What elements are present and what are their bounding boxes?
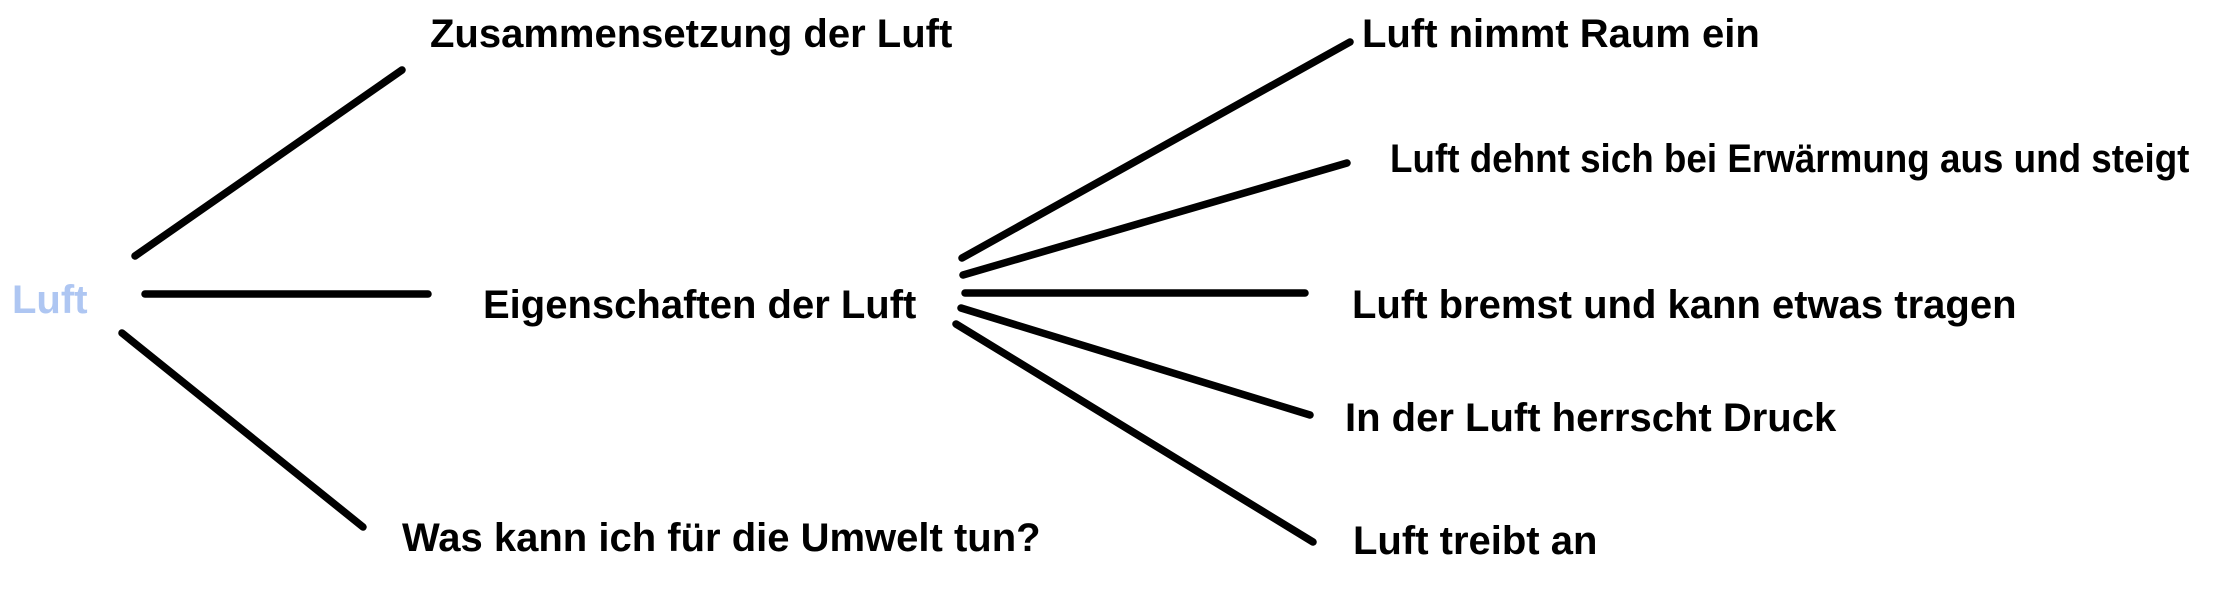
connector-eigenschaften-treibt — [952, 320, 1317, 546]
node-eigenschaften[interactable]: Eigenschaften der Luft — [483, 283, 917, 327]
connector-root-zusammensetzung — [131, 66, 406, 260]
node-root-luft[interactable]: Luft — [12, 278, 88, 322]
connector-eigenschaften-druck — [957, 304, 1314, 419]
node-luft-herrscht-druck[interactable]: In der Luft herrscht Druck — [1345, 396, 1837, 440]
connector-eigenschaften-dehnt — [959, 159, 1351, 279]
node-zusammensetzung[interactable]: Zusammensetzung der Luft — [430, 12, 953, 56]
connector-root-umwelt — [118, 329, 367, 531]
node-luft-dehnt-sich[interactable]: Luft dehnt sich bei Erwärmung aus und st… — [1390, 137, 2190, 181]
node-luft-treibt-an[interactable]: Luft treibt an — [1353, 519, 1598, 563]
connector-eigenschaften-raum — [958, 38, 1354, 262]
node-umwelt[interactable]: Was kann ich für die Umwelt tun? — [402, 516, 1041, 560]
node-luft-bremst[interactable]: Luft bremst und kann etwas tragen — [1352, 283, 2017, 327]
node-luft-nimmt-raum-ein[interactable]: Luft nimmt Raum ein — [1362, 12, 1760, 56]
